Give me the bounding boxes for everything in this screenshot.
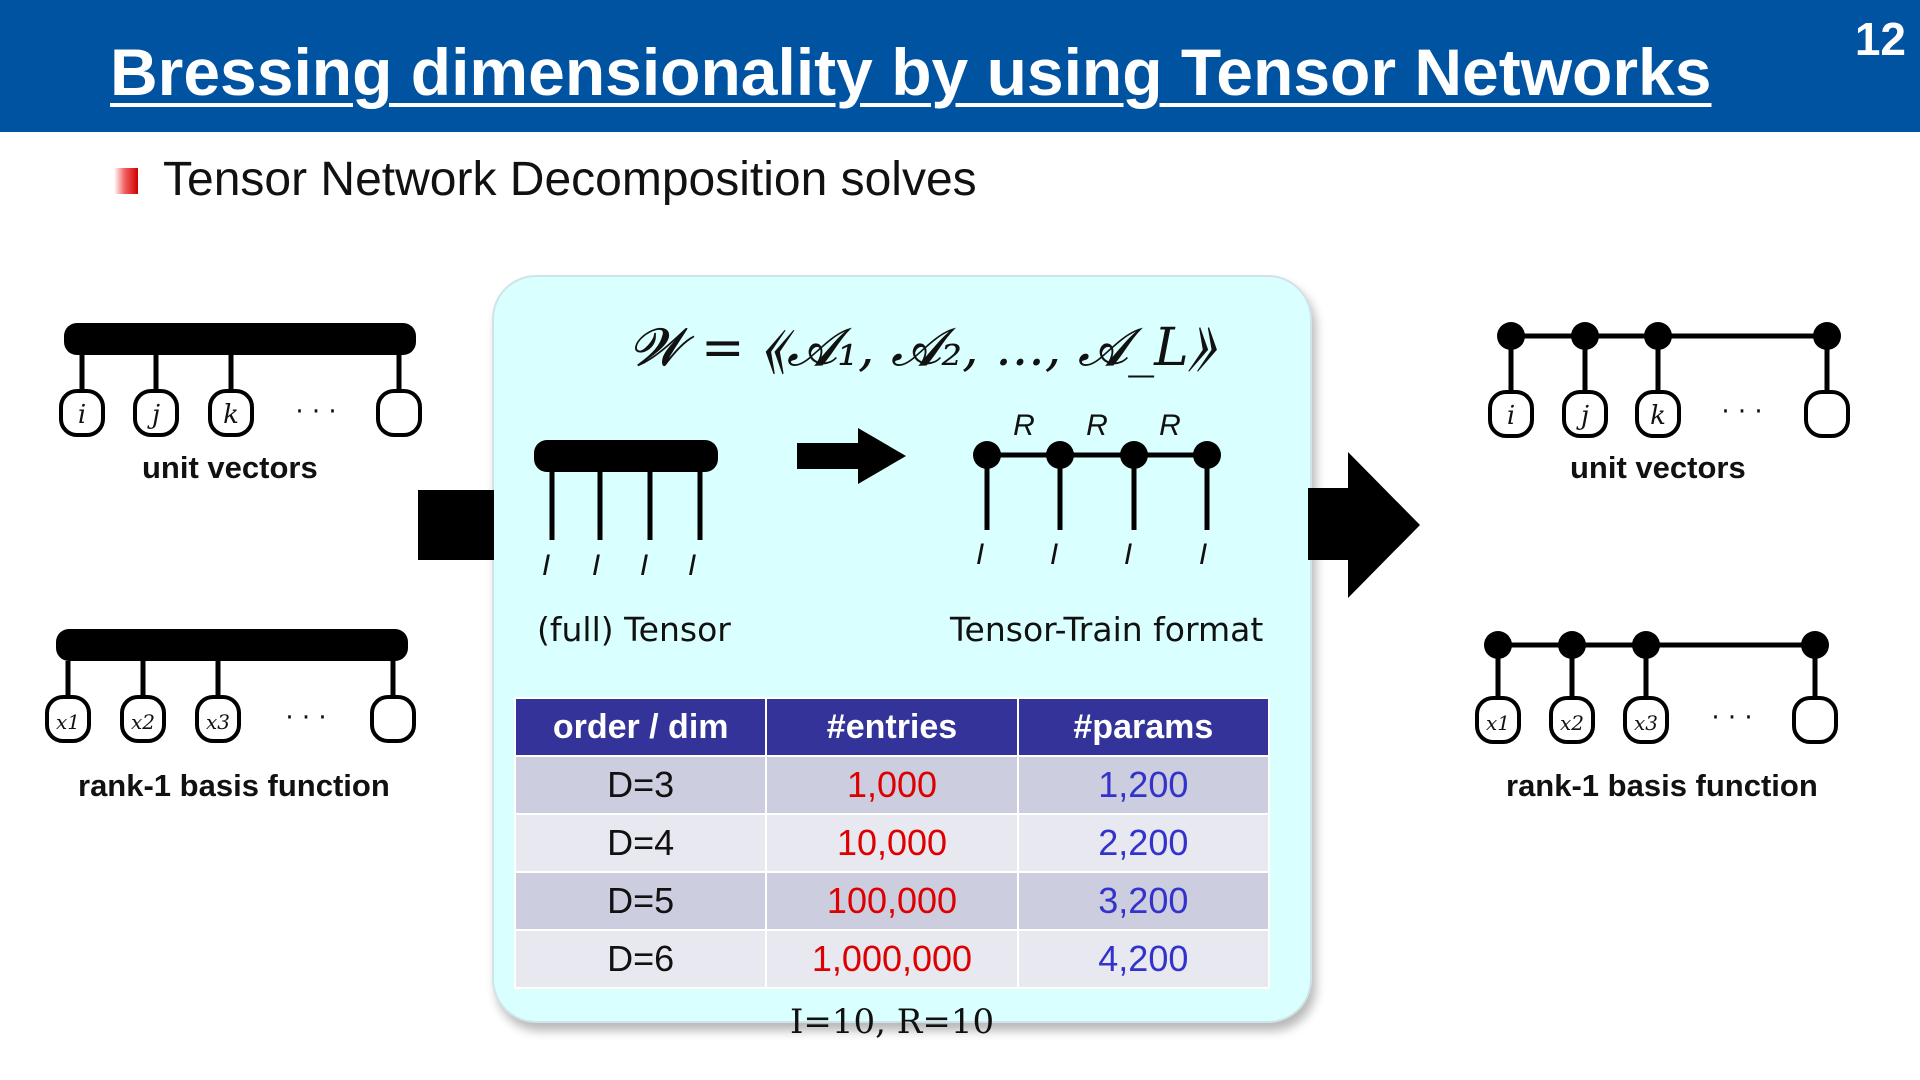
entries-cell: 1,000,000 [765,929,1019,989]
params-cell: 3,200 [1016,871,1271,931]
dim-cell: D=3 [513,755,768,815]
bullet-text: Tensor Network Decomposition solves [163,153,977,206]
ellipsis: · · · [285,703,326,733]
node-label-i: i [78,400,86,430]
index-label: I [976,538,984,571]
full-tensor-caption: (full) Tensor [537,610,731,649]
table-row: D=6 1,000,000 4,200 [513,929,1271,989]
slide-title: Bressing dimensionality by using Tensor … [110,35,1712,109]
rank-label: R [1086,409,1108,442]
header-entries: #entries [765,697,1019,757]
dim-cell: D=5 [513,871,768,931]
transform-arrow-icon [797,428,906,484]
right-basis-caption: rank-1 basis function [1506,768,1818,803]
table-row: D=5 100,000 3,200 [513,871,1271,931]
right-basis-function-diagram [1475,631,1838,744]
rank-label: R [1013,409,1035,442]
index-label: I [592,549,600,582]
node-label-i: i [1507,401,1515,431]
decomposition-formula: 𝓦 = ⟪𝓐₁, 𝓐₂, ..., 𝓐_L⟫ [630,318,1215,378]
node-label-x2: x2 [1560,711,1584,735]
right-unit-vector-diagram [1488,322,1850,438]
params-cell: 2,200 [1016,813,1271,873]
node-label-x3: x3 [1634,711,1658,735]
node-label-x3: x3 [206,710,230,734]
left-arrow-shaft [418,490,494,560]
index-label: I [1050,538,1058,571]
title-bar: Bressing dimensionality by using Tensor … [0,0,1920,132]
index-label: I [542,549,550,582]
table-row: D=3 1,000 1,200 [513,755,1271,815]
dim-cell: D=4 [513,813,768,873]
ellipsis: · · · [1721,397,1762,427]
left-unit-vectors-caption: unit vectors [142,450,318,485]
node-label-x2: x2 [131,710,155,734]
node-label-x1: x1 [1486,711,1510,735]
bullet-square-icon [114,168,138,194]
node-label-k: k [1650,401,1666,431]
right-unit-vectors-caption: unit vectors [1570,450,1746,485]
footnote: I=10, R=10 [790,1002,995,1042]
index-label: I [1124,538,1132,571]
tensor-train-diagram [973,441,1221,530]
node-label-k: k [223,400,239,430]
entries-cell: 1,000 [765,755,1019,815]
index-label: I [640,549,648,582]
rank-label: R [1159,409,1181,442]
params-cell: 4,200 [1016,929,1271,989]
node-label-x1: x1 [56,710,80,734]
ellipsis: · · · [1711,703,1752,733]
tensor-train-caption: Tensor-Train format [950,610,1264,649]
slide-number: 12 [1854,13,1906,65]
left-unit-vector-diagram [59,323,422,437]
left-basis-caption: rank-1 basis function [78,768,390,803]
ellipsis: · · · [295,397,336,427]
full-tensor-diagram [534,440,718,540]
table-row: D=4 10,000 2,200 [513,813,1271,873]
params-cell: 1,200 [1016,755,1271,815]
header-order-dim: order / dim [513,697,768,757]
right-arrow-icon [1308,452,1420,598]
parameter-table: order / dim #entries #params D=3 1,000 1… [513,697,1271,989]
entries-cell: 100,000 [765,871,1019,931]
header-params: #params [1016,697,1271,757]
index-label: I [1199,538,1207,571]
dim-cell: D=6 [513,929,768,989]
index-label: I [688,549,696,582]
left-basis-function-diagram [45,629,416,743]
entries-cell: 10,000 [765,813,1019,873]
table-header-row: order / dim #entries #params [513,697,1271,757]
